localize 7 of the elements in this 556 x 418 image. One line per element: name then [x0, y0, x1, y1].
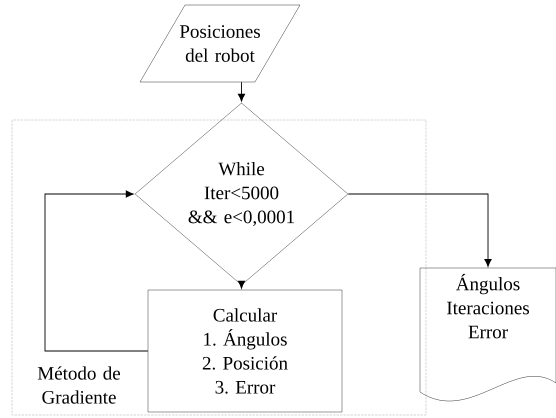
arrow — [238, 280, 246, 289]
process-box: Calcular 1. Ángulos 2. Posición 3. Error — [148, 290, 342, 412]
group-label: Método de Gradiente — [38, 366, 120, 404]
input-parallelogram: Posiciones del robot — [140, 4, 300, 82]
arrow — [44, 190, 148, 352]
arrow — [238, 82, 246, 102]
arrow — [348, 194, 492, 267]
